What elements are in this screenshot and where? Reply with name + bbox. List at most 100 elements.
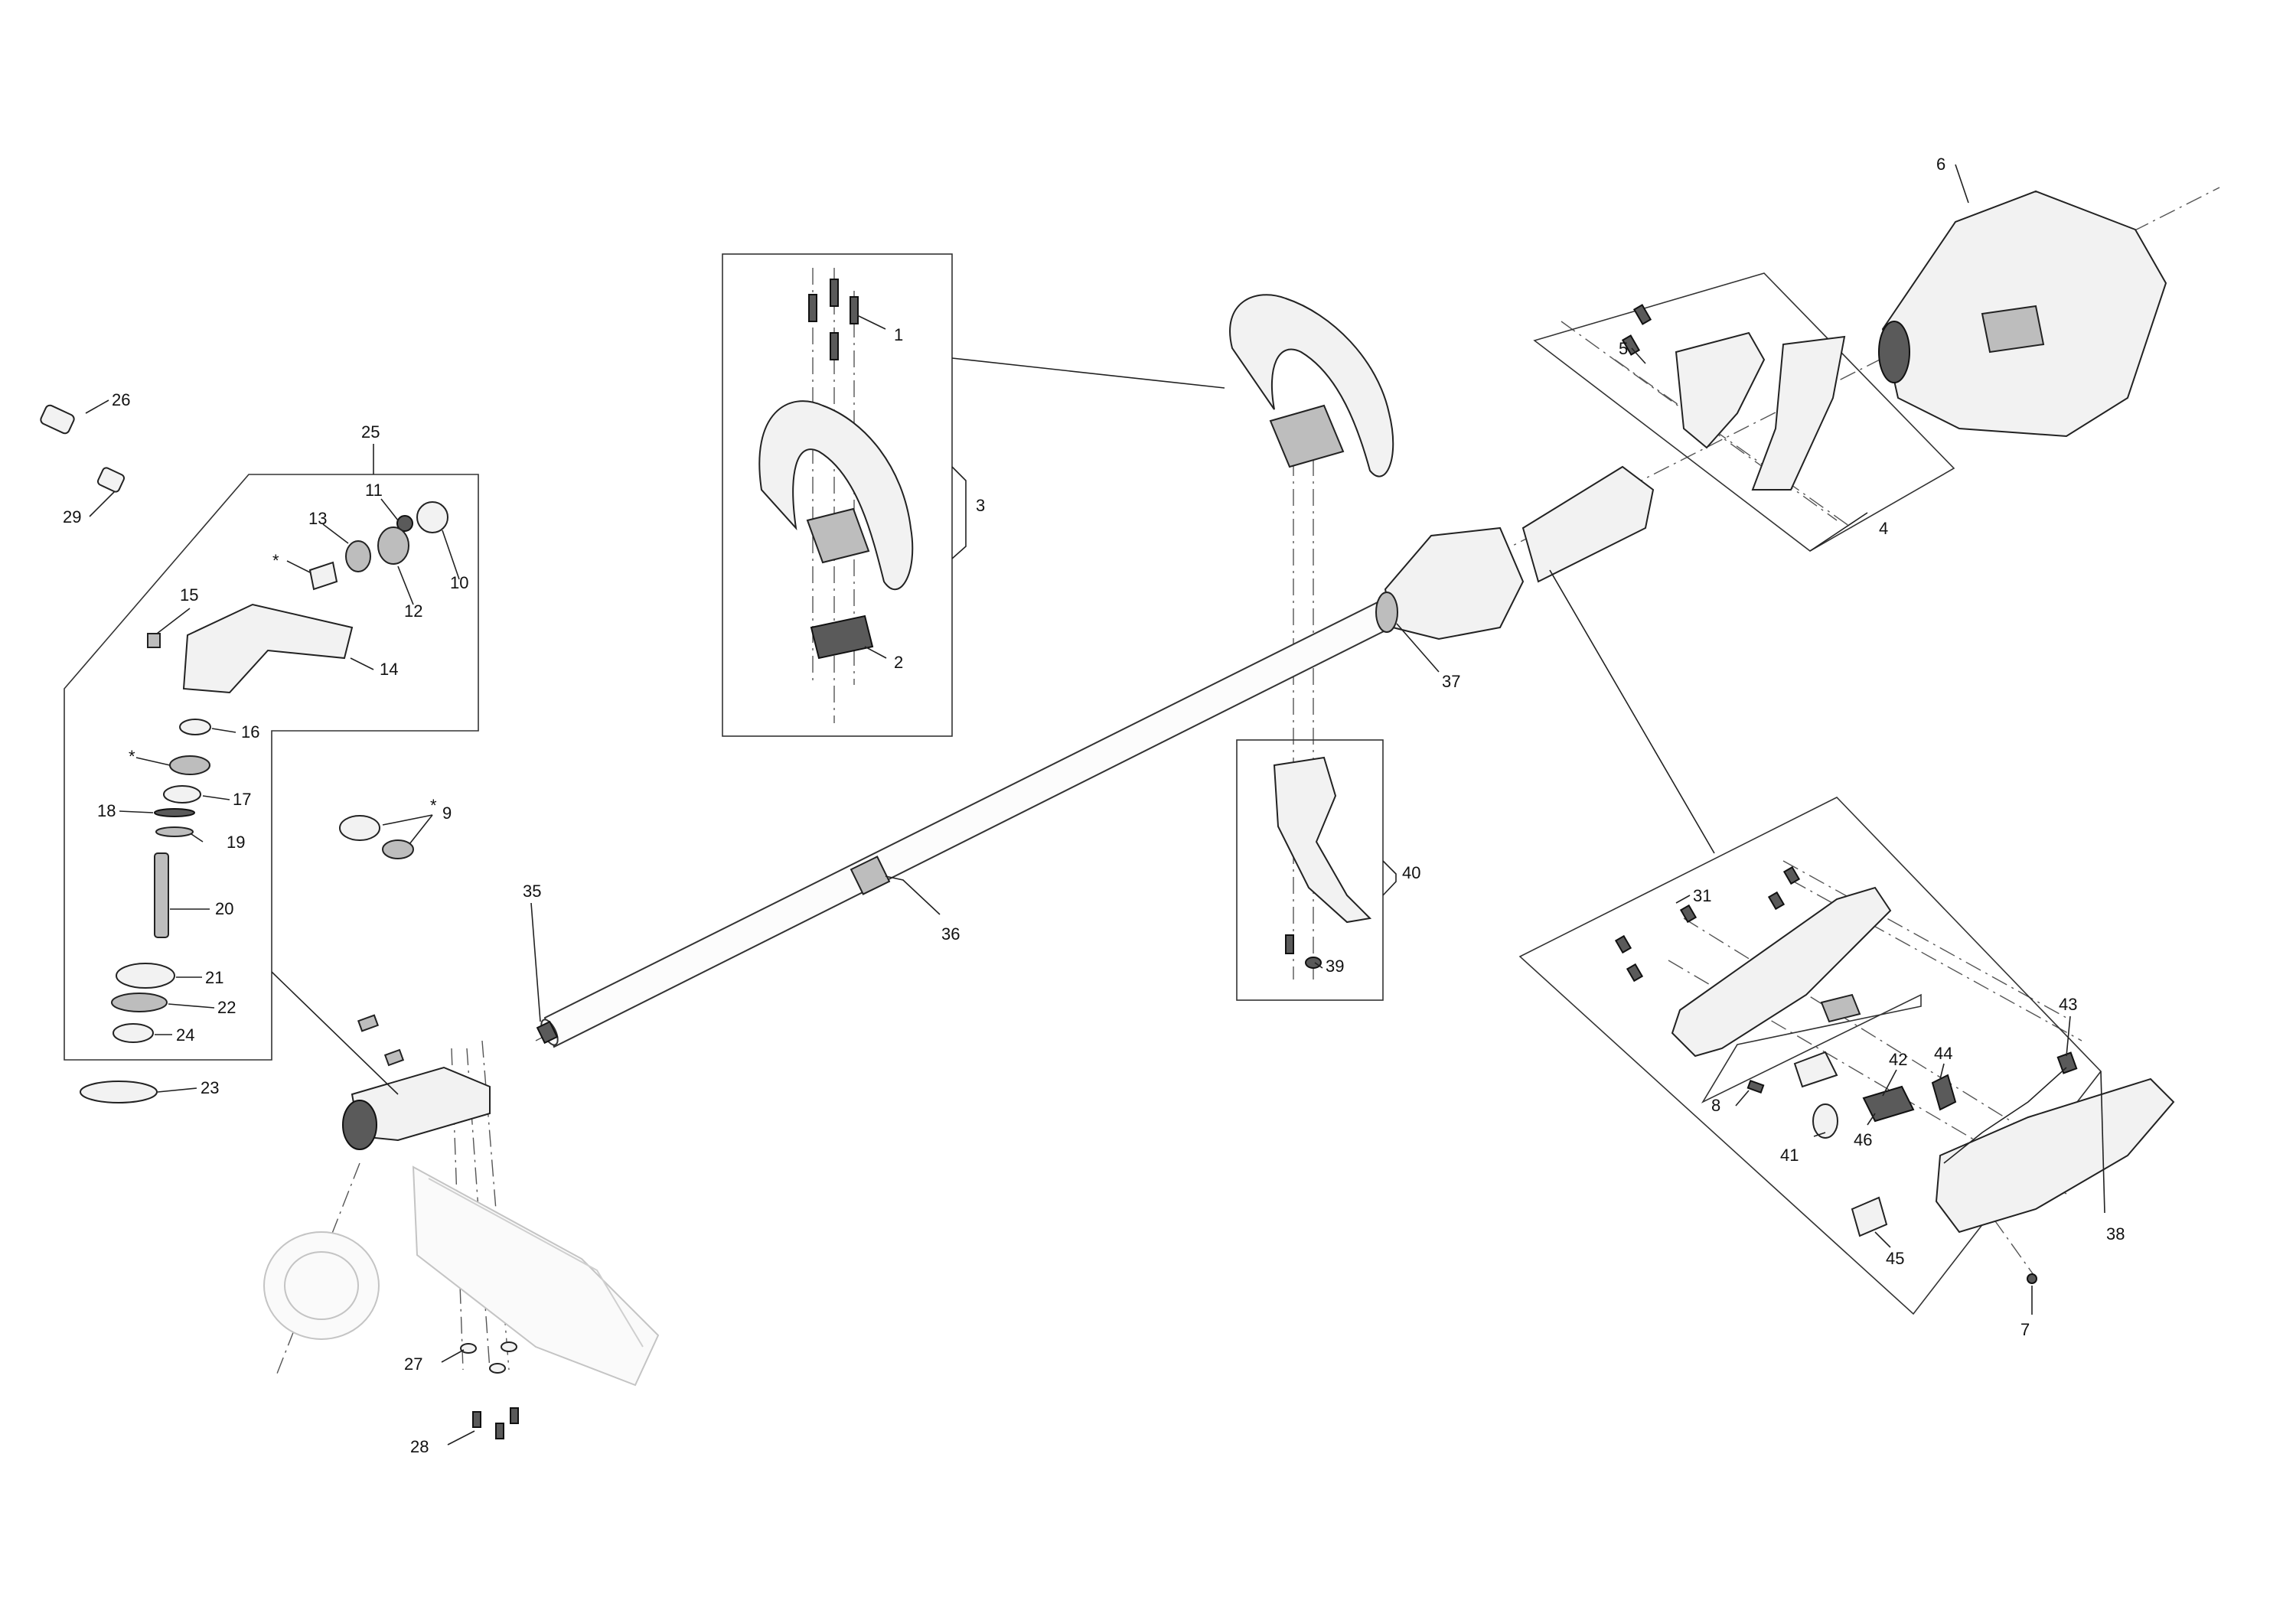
part-8-screw: [1746, 1079, 1765, 1094]
callout-17-star: *: [129, 747, 135, 766]
callout-42: 42: [1889, 1050, 1907, 1069]
gear-outlet: [342, 1100, 377, 1150]
part-1-screw-b: [830, 279, 839, 307]
part-45-terminal: [1851, 1196, 1888, 1237]
part-44-connector: [1931, 1074, 1957, 1111]
callout-44: 44: [1934, 1044, 1952, 1063]
head-axis: [275, 1162, 360, 1378]
leader-15: [156, 608, 191, 634]
callout-17: 17: [233, 790, 251, 809]
callout-39: 39: [1326, 957, 1344, 976]
leader-31: [1675, 895, 1691, 904]
leader-35: [530, 902, 541, 1022]
leader-gearhead-link: [271, 971, 399, 1095]
wiring-harness: [1943, 1067, 2067, 1164]
part-42-trigger: [1793, 1051, 1838, 1088]
callout-18: 18: [97, 801, 116, 820]
leader-19: [191, 833, 204, 843]
callout-36: 36: [941, 924, 960, 944]
callout-3: 3: [976, 496, 985, 515]
leader-28: [447, 1430, 475, 1446]
leader-3-brace: [951, 466, 967, 559]
leader-lines: [85, 164, 2105, 1446]
part-18-ring: [154, 808, 195, 817]
handle-kit-parts: [758, 279, 1394, 660]
leader-12: [397, 566, 414, 605]
part-2-clamp-lower: [810, 614, 874, 660]
callout-1: 1: [894, 325, 903, 344]
part-13-bearing: [345, 540, 371, 572]
leader-37: [1396, 623, 1440, 673]
leader-9b: [382, 814, 433, 826]
part-28-screw-2: [495, 1423, 504, 1439]
gear-bolt-1: [357, 1014, 380, 1032]
frame-gearhead-kit: [64, 474, 479, 1061]
callout-6: 6: [1936, 155, 1945, 174]
leader-43: [2066, 1015, 2071, 1057]
leader-6: [1955, 164, 1969, 204]
leader-17: [202, 795, 230, 800]
leader-22: [168, 1003, 215, 1009]
callout-35: 35: [523, 882, 541, 901]
callout-25: 25: [361, 422, 380, 442]
callout-28: 28: [410, 1437, 429, 1456]
front-handle-exploded: [758, 400, 914, 591]
part-14-gear-case: [182, 603, 354, 694]
callout-labels: 1 2 3 4 5 6 7 8 9 * 10 11 12 13 * 14 15 …: [63, 155, 2125, 1456]
part-15-plug: [147, 633, 161, 648]
callout-11: 11: [365, 481, 383, 500]
leader-44: [1939, 1063, 1945, 1080]
part-37-collar: [1375, 592, 1398, 633]
shield-kit-parts: [1621, 304, 1846, 491]
drive-shaft-end: [536, 1020, 559, 1045]
part-20-spindle: [154, 852, 169, 938]
part-23-cap: [80, 1081, 158, 1103]
leader-10: [442, 530, 460, 580]
callout-5: 5: [1619, 339, 1628, 358]
part-16-bushing: [179, 719, 211, 735]
rear-grip-assembled: [1521, 465, 1655, 583]
shield-axis-lower: [1614, 359, 1853, 529]
part-27-washer-3: [501, 1341, 517, 1352]
handle-clamp-assembled: [1269, 404, 1345, 468]
part-24-nut: [113, 1023, 154, 1043]
leader-38: [2100, 1071, 2105, 1214]
leader-42: [1882, 1069, 1897, 1097]
rear-handle-assembled: [1375, 465, 1655, 641]
leader-11: [380, 498, 399, 521]
leader-8: [1735, 1090, 1750, 1107]
callout-13: 13: [308, 509, 327, 528]
tube-body: [543, 597, 1396, 1048]
housing-axis-4: [1782, 860, 2067, 1019]
part-40-hand-grip: [1273, 756, 1372, 924]
leader-23: [157, 1087, 197, 1093]
callout-23: 23: [201, 1078, 219, 1097]
callout-31: 31: [1693, 886, 1711, 905]
leader-18: [119, 810, 154, 813]
part-39-screw: [1285, 934, 1294, 954]
leader-14: [350, 657, 374, 670]
callout-38: 38: [2106, 1224, 2125, 1244]
leader-27: [441, 1349, 465, 1363]
part-9-washer: [382, 839, 414, 859]
part-1-screw-d: [830, 332, 839, 360]
motor-vent: [1981, 305, 2045, 354]
part-10-circlip: [416, 501, 448, 533]
leader-16: [211, 728, 236, 733]
callout-27: 27: [404, 1354, 422, 1374]
callout-13-star: *: [272, 551, 279, 570]
leader-39: [1314, 962, 1323, 969]
motor-shaft-collar: [1878, 321, 1910, 383]
frame-grip-kit: [1236, 739, 1384, 1001]
frame-handle-kit: [722, 253, 953, 737]
callout-37: 37: [1442, 672, 1460, 691]
front-handle-assembled: [1229, 294, 1394, 478]
part-21-bearing: [116, 963, 175, 989]
callout-21: 21: [205, 968, 223, 987]
leader-2: [864, 646, 887, 659]
leader-40-brace: [1382, 860, 1397, 896]
callout-43: 43: [2059, 995, 2077, 1014]
leader-9a: [409, 814, 433, 845]
frame-switch-kit: [1701, 993, 1922, 1103]
